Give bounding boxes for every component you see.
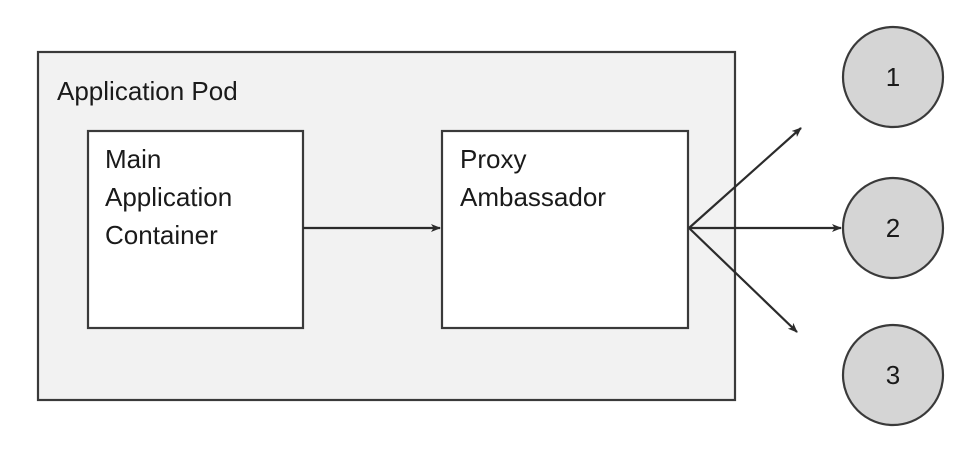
endpoint-3: 3: [841, 323, 945, 427]
proxy-ambassador-label: Proxy Ambassador: [460, 144, 606, 212]
endpoint-2-label: 2: [886, 213, 900, 243]
endpoint-1-label: 1: [886, 62, 900, 92]
endpoint-2: 2: [841, 176, 945, 280]
endpoint-1-circle: [841, 25, 945, 129]
diagram-edges: [303, 127, 842, 333]
endpoint-2-circle: [841, 176, 945, 280]
main-application-container-line-2: Application: [105, 182, 232, 212]
main-application-container-line-1: Main: [105, 144, 161, 174]
endpoint-3-circle: [841, 323, 945, 427]
proxy-ambassador-container: Proxy Ambassador: [440, 129, 690, 330]
proxy-ambassador-line-1: Proxy: [460, 144, 526, 174]
main-application-container-line-3: Container: [105, 220, 218, 250]
main-application-container-box: [86, 129, 305, 330]
endpoint-3-label: 3: [886, 360, 900, 390]
proxy-ambassador-box: [440, 129, 690, 330]
edge-proxy-to-endpoint-1: [688, 127, 802, 229]
external-endpoints: 1 2 3: [841, 25, 945, 427]
main-application-container: Main Application Container: [86, 129, 305, 330]
application-pod-label: Application Pod: [57, 76, 238, 106]
proxy-ambassador-line-2: Ambassador: [460, 182, 606, 212]
edge-proxy-to-endpoint-3: [688, 227, 798, 333]
endpoint-1: 1: [841, 25, 945, 129]
main-application-container-label: Main Application Container: [105, 144, 239, 250]
